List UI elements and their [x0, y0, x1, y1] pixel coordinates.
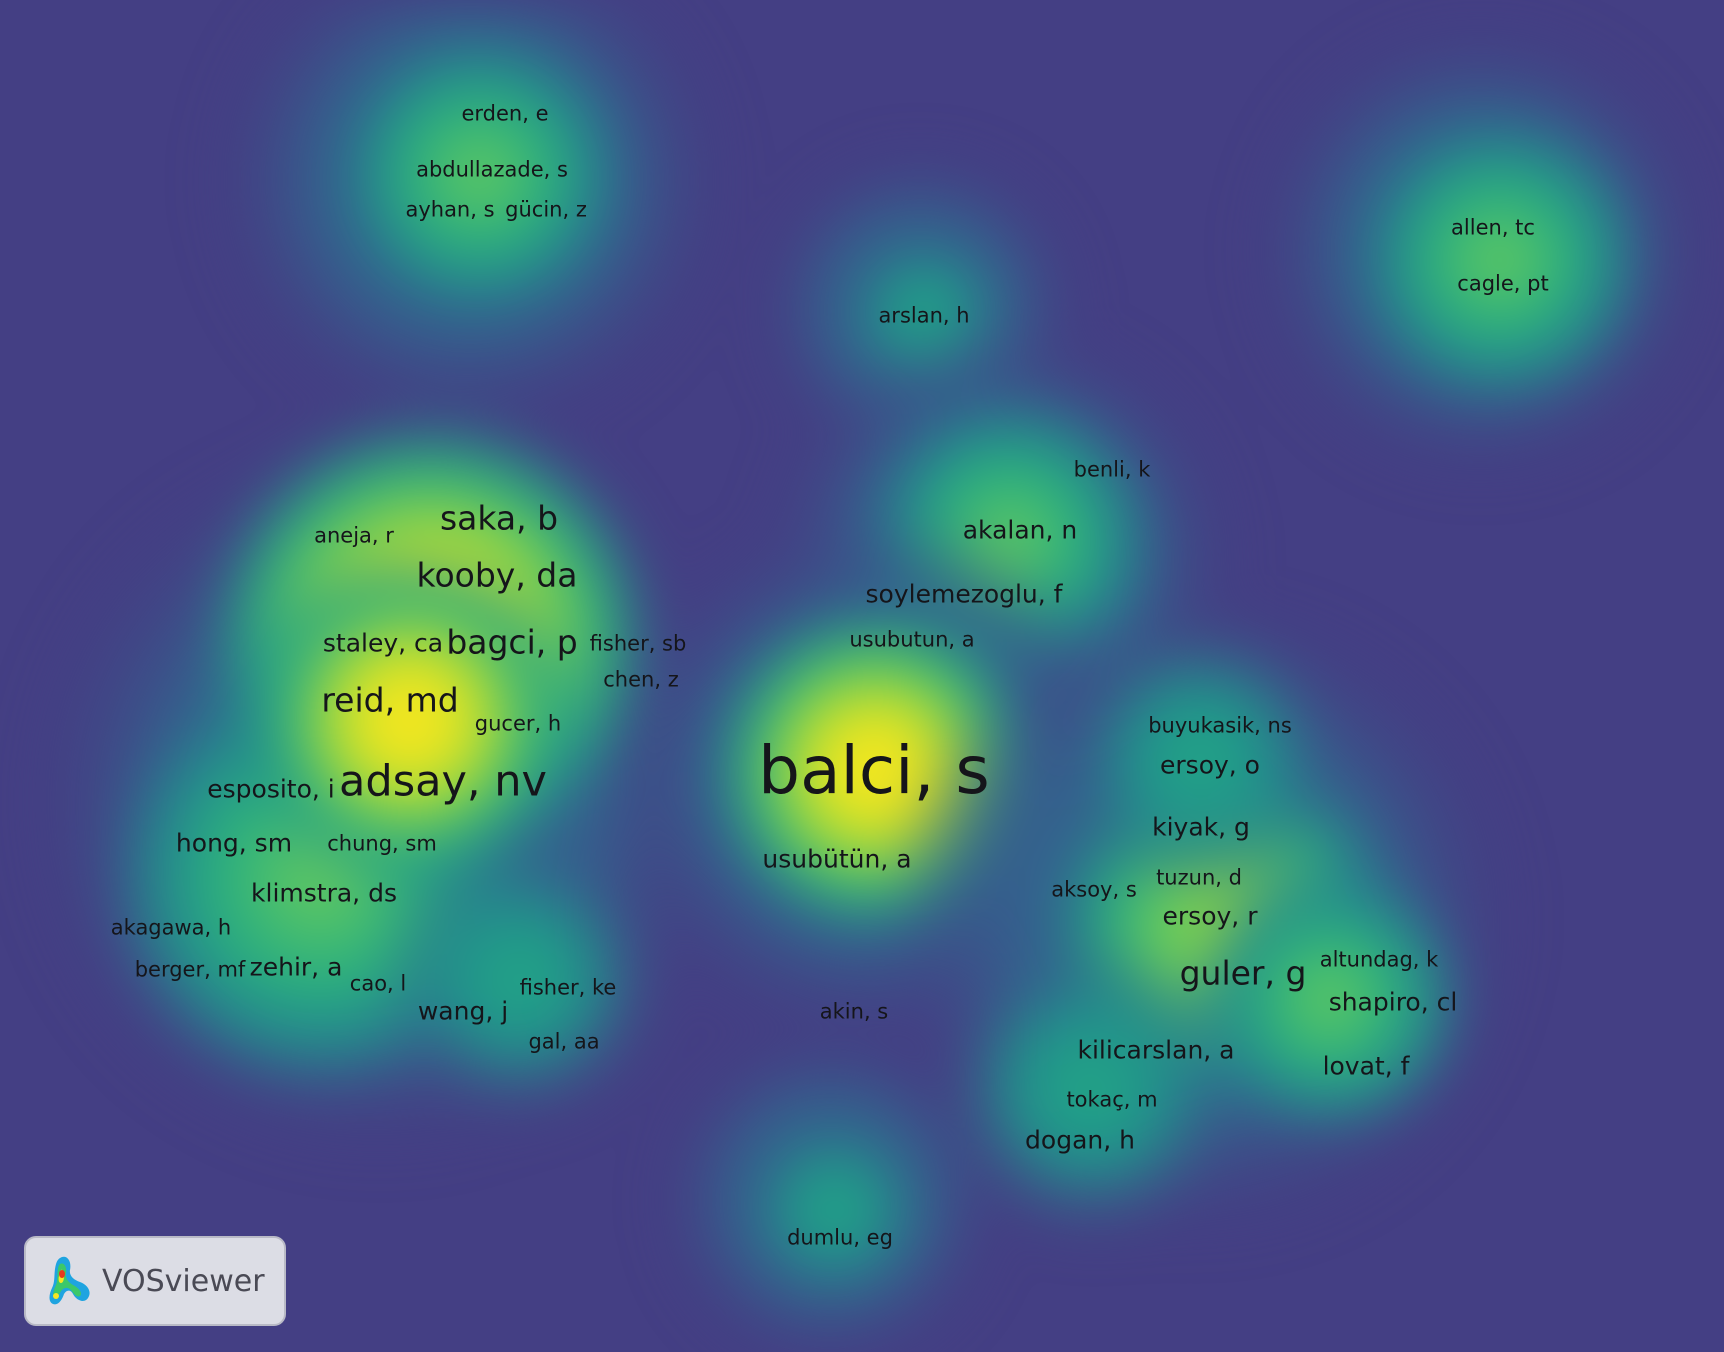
node-label[interactable]: aksoy, s: [1051, 877, 1137, 902]
node-label[interactable]: klimstra, ds: [251, 878, 397, 908]
density-blob: [1060, 620, 1340, 900]
node-label[interactable]: hong, sm: [175, 828, 293, 858]
node-label[interactable]: fisher, sb: [589, 631, 687, 656]
node-label[interactable]: usubutun, a: [849, 627, 975, 652]
density-blob: [735, 1110, 935, 1310]
app-name: VOSviewer: [102, 1263, 265, 1299]
node-label[interactable]: saka, b: [439, 498, 559, 538]
node-label[interactable]: abdullazade, s: [416, 157, 568, 182]
node-label[interactable]: buyukasik, ns: [1148, 713, 1292, 738]
node-label[interactable]: gücin, z: [505, 197, 587, 222]
node-label[interactable]: aneja, r: [314, 523, 394, 548]
node-label[interactable]: akin, s: [819, 999, 889, 1024]
node-label[interactable]: tuzun, d: [1156, 865, 1242, 890]
node-label[interactable]: cagle, pt: [1457, 271, 1549, 296]
node-label[interactable]: guler, g: [1179, 953, 1307, 993]
node-label[interactable]: ersoy, o: [1160, 750, 1260, 780]
node-label[interactable]: lovat, f: [1322, 1051, 1410, 1081]
density-blob: [330, 25, 630, 325]
node-label[interactable]: altundag, k: [1319, 947, 1439, 972]
node-label[interactable]: chung, sm: [327, 831, 437, 856]
node-label[interactable]: fisher, ke: [519, 975, 617, 1000]
node-label[interactable]: reid, md: [321, 680, 459, 720]
node-label[interactable]: erden, e: [461, 101, 549, 126]
node-label[interactable]: balci, s: [758, 732, 990, 809]
node-label[interactable]: dogan, h: [1025, 1125, 1135, 1155]
node-label[interactable]: akalan, n: [962, 515, 1078, 545]
node-label[interactable]: benli, k: [1073, 457, 1151, 482]
node-label[interactable]: allen, tc: [1451, 215, 1535, 240]
node-label[interactable]: wang, j: [417, 996, 509, 1026]
vosviewer-logo: VOSviewer: [24, 1236, 286, 1326]
node-label[interactable]: akagawa, h: [110, 915, 232, 940]
node-label[interactable]: shapiro, cl: [1328, 987, 1458, 1017]
density-blob: [380, 840, 660, 1120]
node-label[interactable]: ersoy, r: [1162, 901, 1258, 931]
density-blobs: [20, 0, 1710, 1352]
node-label[interactable]: zehir, a: [249, 952, 343, 982]
node-label[interactable]: kiyak, g: [1152, 812, 1250, 842]
node-label[interactable]: soylemezoglu, f: [865, 579, 1063, 609]
density-blob: [940, 940, 1240, 1240]
node-label[interactable]: cao, l: [349, 971, 407, 996]
node-label[interactable]: gal, aa: [528, 1029, 600, 1054]
node-label[interactable]: kooby, da: [416, 555, 578, 595]
node-label[interactable]: esposito, i: [207, 774, 335, 804]
node-label[interactable]: berger, mf: [134, 957, 246, 982]
node-label[interactable]: adsay, nv: [339, 756, 547, 807]
node-label[interactable]: kilicarslan, a: [1077, 1035, 1235, 1065]
node-label[interactable]: staley, ca: [322, 628, 444, 658]
node-label[interactable]: gucer, h: [474, 711, 562, 736]
node-label[interactable]: dumlu, eg: [787, 1225, 893, 1250]
node-label[interactable]: chen, z: [603, 667, 679, 692]
density-blob: [1350, 110, 1650, 410]
node-label[interactable]: tokaç, m: [1066, 1087, 1158, 1112]
node-label[interactable]: ayhan, s: [405, 197, 495, 222]
vosviewer-logo-icon: [49, 1256, 90, 1305]
density-blob: [240, 550, 580, 890]
node-label[interactable]: arslan, h: [878, 303, 970, 328]
density-blob: [1190, 860, 1470, 1140]
node-label[interactable]: usubütün, a: [762, 844, 912, 874]
node-label[interactable]: bagci, p: [446, 622, 578, 662]
